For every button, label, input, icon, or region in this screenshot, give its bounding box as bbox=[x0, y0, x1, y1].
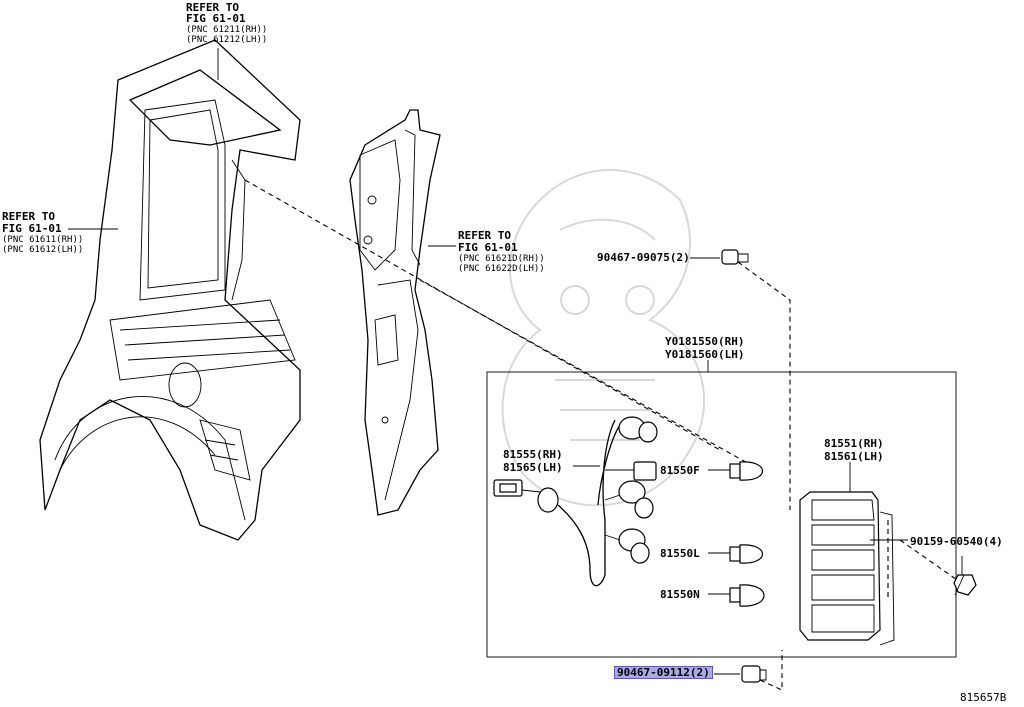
part-link-lens-lh[interactable]: 81561(LH) bbox=[824, 450, 884, 463]
part-link-socket-rh[interactable]: 81555(RH) bbox=[503, 448, 563, 461]
part-link-socket-lh[interactable]: 81565(LH) bbox=[503, 461, 563, 474]
part-link-assembly-rh[interactable]: Y0181550(RH) bbox=[665, 335, 745, 348]
pillar-drawing bbox=[349, 109, 441, 516]
clip-top-drawing bbox=[690, 249, 749, 265]
part-link-clip-bottom[interactable]: 90467-09112(2) bbox=[614, 666, 713, 679]
ref-left-line1: REFER TO bbox=[2, 210, 55, 223]
quarter-panel-drawing bbox=[39, 39, 301, 541]
ref-middle-line2: FIG 61-01 bbox=[458, 241, 518, 254]
ref-middle-line1: REFER TO bbox=[458, 229, 511, 242]
ref-left-line2: FIG 61-01 bbox=[2, 222, 62, 235]
watermark-logo bbox=[501, 169, 705, 507]
part-link-bulb-f[interactable]: 81550F bbox=[660, 464, 700, 477]
ref-left-pnc2: (PNC 61612(LH)) bbox=[2, 245, 84, 255]
dashed-line-screw bbox=[899, 539, 961, 583]
figure-id: 815657B bbox=[960, 691, 1007, 704]
part-link-assembly-lh[interactable]: Y0181560(LH) bbox=[665, 348, 745, 361]
part-link-lens-rh[interactable]: 81551(RH) bbox=[824, 437, 884, 450]
ref-top-pnc2: (PNC 61212(LH)) bbox=[186, 35, 268, 45]
bulb-81550n-drawing bbox=[708, 584, 765, 607]
dashed-line-clip-top bbox=[737, 261, 791, 510]
dashed-line-1 bbox=[244, 179, 721, 451]
part-link-bulb-l[interactable]: 81550L bbox=[660, 547, 700, 560]
assembly-box bbox=[486, 371, 957, 658]
clip-bottom-drawing bbox=[714, 665, 767, 683]
ref-left-pnc1: (PNC 61611(RH)) bbox=[2, 235, 84, 245]
bulb-81550l-drawing bbox=[708, 544, 764, 564]
dashed-line-2 bbox=[419, 279, 761, 471]
screw-drawing bbox=[953, 556, 977, 596]
ref-top-line2: FIG 61-01 bbox=[186, 12, 246, 25]
socket-harness-drawing bbox=[493, 416, 658, 587]
tail-lamp-lens-drawing bbox=[799, 462, 895, 646]
ref-top-line1: REFER TO bbox=[186, 1, 239, 14]
ref-middle-pnc1: (PNC 61621D(RH)) bbox=[458, 254, 545, 264]
ref-middle-pnc2: (PNC 61622D(LH)) bbox=[458, 264, 545, 274]
ref-top-pnc1: (PNC 61211(RH)) bbox=[186, 25, 268, 35]
part-link-bulb-n[interactable]: 81550N bbox=[660, 588, 700, 601]
part-link-clip-top[interactable]: 90467-09075(2) bbox=[597, 251, 690, 264]
bulb-81550f-drawing bbox=[708, 461, 764, 481]
part-link-screw[interactable]: 90159-60540(4) bbox=[910, 535, 1003, 548]
